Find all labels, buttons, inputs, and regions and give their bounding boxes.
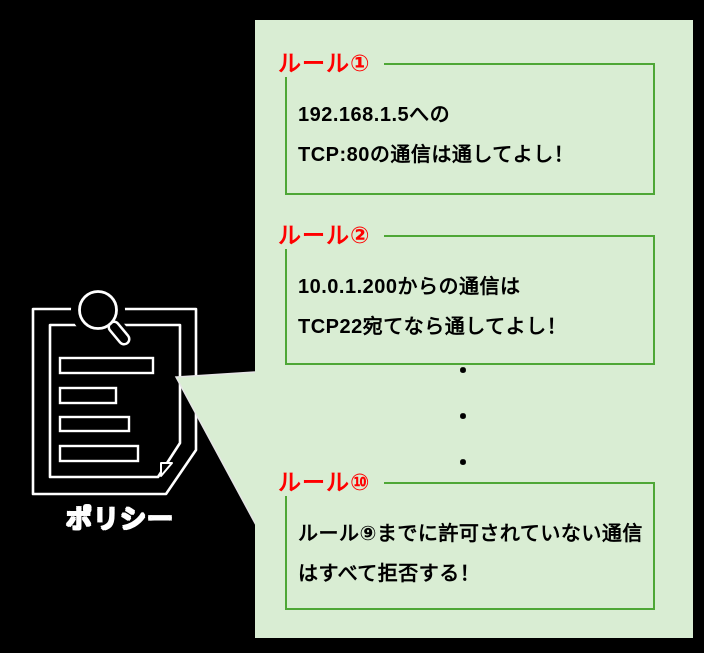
rule-card-1: ルール① 192.168.1.5への TCP:80の通信は通してよし！ [278, 49, 655, 195]
ellipsis-dot-1: ・ [451, 358, 475, 385]
rule-10-line-1: ルール⑨までに許可されていない通信 [298, 523, 643, 545]
ellipsis-dots: ・ ・ ・ [451, 360, 475, 476]
folded-corner-mark [160, 462, 173, 477]
ellipsis-dot-2: ・ [451, 404, 475, 431]
magnifier-handle [110, 323, 128, 343]
callout-tail [174, 371, 257, 526]
rule-2-line-2: TCP22宛てなら通してよし！ [298, 316, 568, 338]
document-text-bars [58, 356, 155, 463]
rule-2-line-1: 10.0.1.200からの通信は [298, 276, 521, 298]
text-bar-3 [58, 415, 131, 433]
text-bar-2 [58, 386, 118, 405]
policy-document-icon [31, 283, 198, 496]
rule-card-10: ルール⑩ ルール⑨までに許可されていない通信 はすべて拒否する！ [278, 468, 655, 610]
text-bar-4 [58, 444, 140, 463]
callout-tail-edge-highlight [174, 371, 257, 526]
rule-card-2: ルール② 10.0.1.200からの通信は TCP22宛てなら通してよし！ [278, 221, 655, 365]
rule-10-body: ルール⑨までに許可されていない通信 はすべて拒否する！ [287, 484, 653, 594]
rules-callout-bubble: ルール① 192.168.1.5への TCP:80の通信は通してよし！ ルール②… [255, 20, 693, 638]
ellipsis-dot-3: ・ [451, 450, 475, 477]
rule-1-title: ルール① [278, 49, 385, 77]
rule-2-title: ルール② [278, 221, 385, 249]
rule-1-line-2: TCP:80の通信は通してよし！ [298, 144, 575, 166]
document-inner-outline [48, 323, 182, 479]
rule-2-body: 10.0.1.200からの通信は TCP22宛てなら通してよし！ [287, 237, 653, 347]
rule-10-title: ルール⑩ [278, 468, 385, 496]
text-bar-1 [58, 356, 155, 375]
rule-1-line-1: 192.168.1.5への [298, 104, 451, 126]
magnifier-lens-icon [78, 290, 118, 330]
policy-label: ポリシー [65, 503, 174, 534]
rule-1-body: 192.168.1.5への TCP:80の通信は通してよし！ [287, 65, 653, 175]
rule-10-line-2: はすべて拒否する！ [298, 563, 481, 585]
